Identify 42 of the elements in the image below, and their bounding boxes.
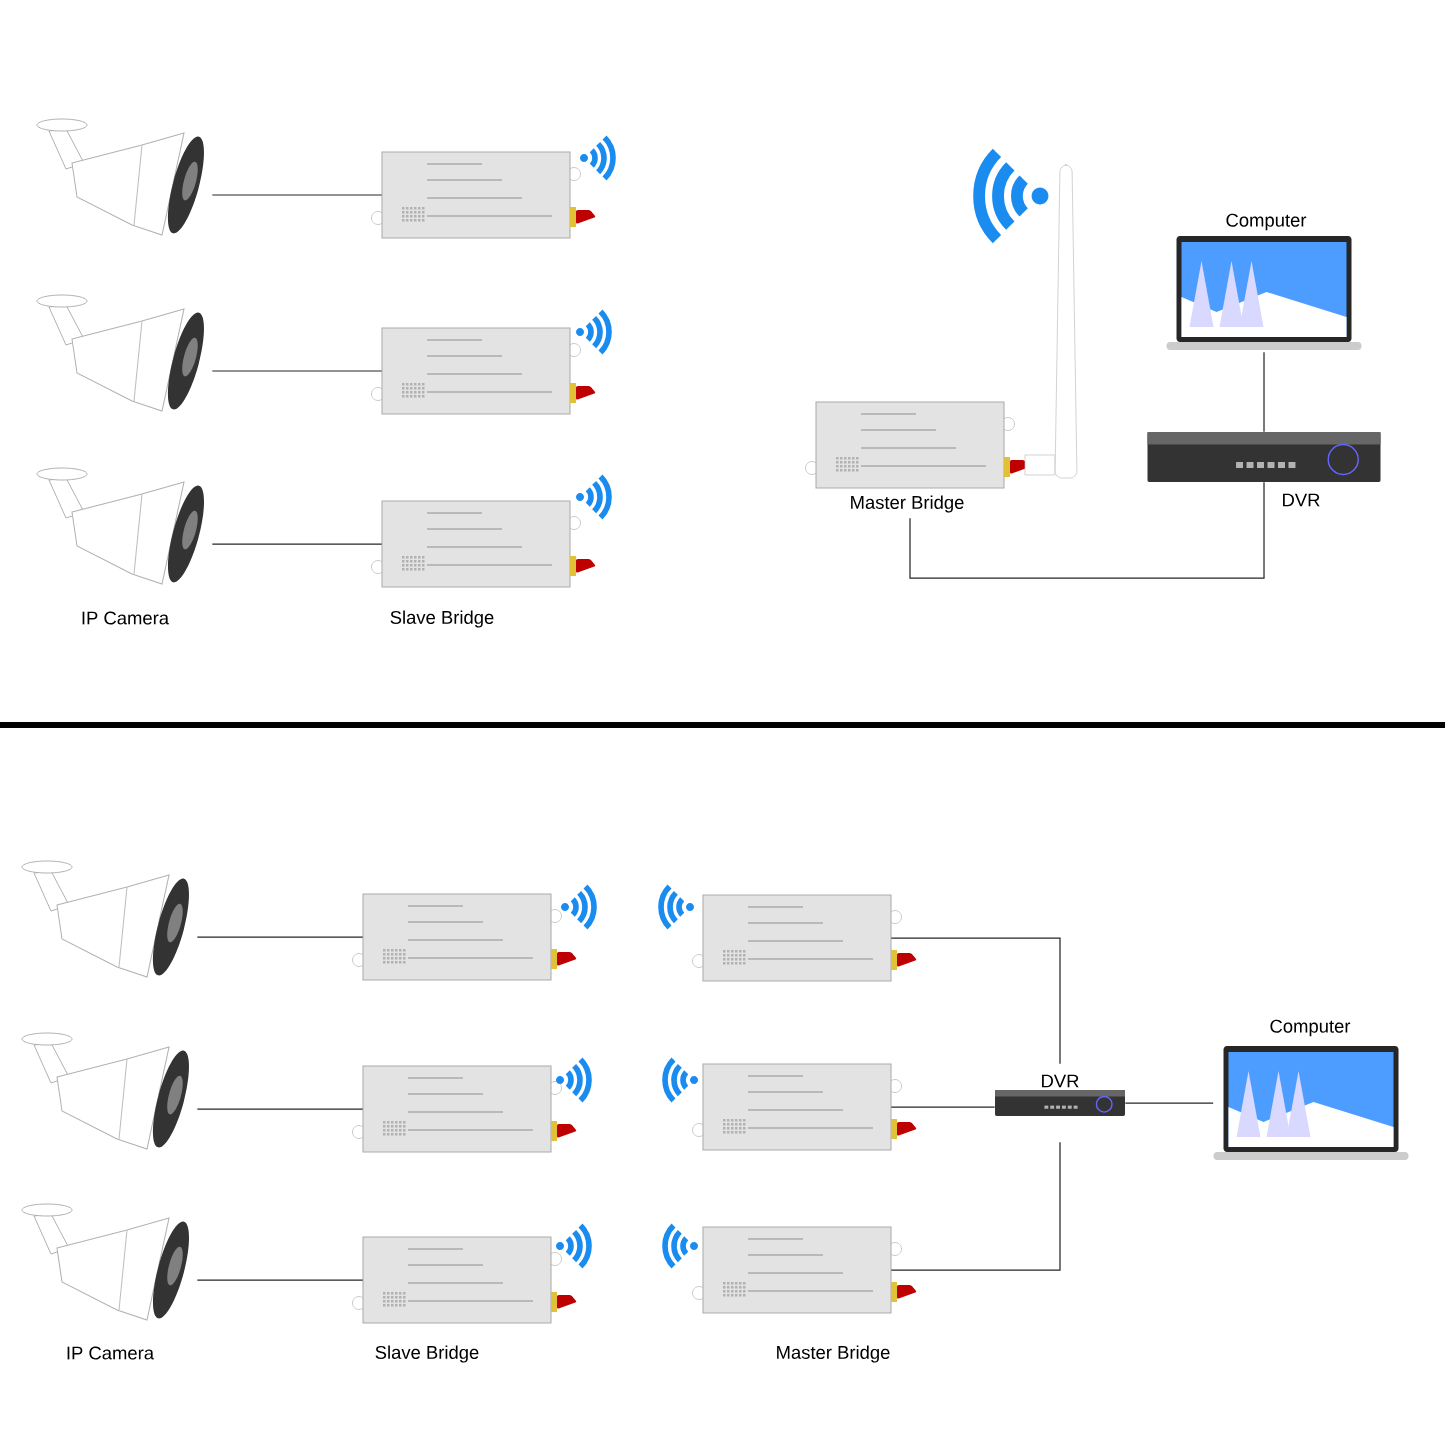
bridge-drawing [352,893,577,981]
camera-drawing [36,294,205,412]
camera-drawing [21,1032,190,1150]
cable-line [211,194,383,196]
cable-line [211,370,383,372]
cable-line [890,1106,996,1108]
cable-line [909,481,1265,579]
bridge-drawing [371,500,596,588]
laptop-drawing [1166,236,1362,350]
cable-line [1263,351,1265,433]
cable-line [1124,1102,1214,1104]
bridge-drawing [371,151,596,239]
camera-drawing [36,118,205,236]
bridge-drawing [371,327,596,415]
cable-line [196,1279,364,1281]
device-label: Computer [1226,213,1307,231]
device-label: DVR [1042,1074,1079,1088]
cable-line [196,1108,364,1110]
bridge-drawing [692,1063,917,1151]
device-label: IP Camera [67,1346,155,1360]
device-label: Master Bridge [851,495,964,513]
camera-drawing [21,860,190,978]
device-label: Slave Bridge [375,1345,479,1363]
laptop-drawing [1213,1046,1409,1160]
dvr-drawing [995,1090,1125,1116]
device-label: Computer [1270,1019,1351,1037]
device-label: Slave Bridge [390,610,494,628]
cable-line [196,936,364,938]
device-label: Master Bridge [777,1345,890,1363]
dvr-drawing [1147,432,1381,482]
bridge-drawing [692,1226,917,1314]
bridge-drawing [692,894,917,982]
camera-drawing [36,467,205,585]
bridge-drawing [352,1065,577,1153]
camera-drawing [21,1203,190,1321]
device-label: DVR [1283,493,1320,507]
device-label: IP Camera [82,611,170,625]
bridge-drawing [352,1236,577,1324]
cable-line [890,1141,1061,1271]
cable-line [890,937,1061,1065]
bridge-antenna-drawing [805,164,1078,489]
cable-line [211,543,383,545]
